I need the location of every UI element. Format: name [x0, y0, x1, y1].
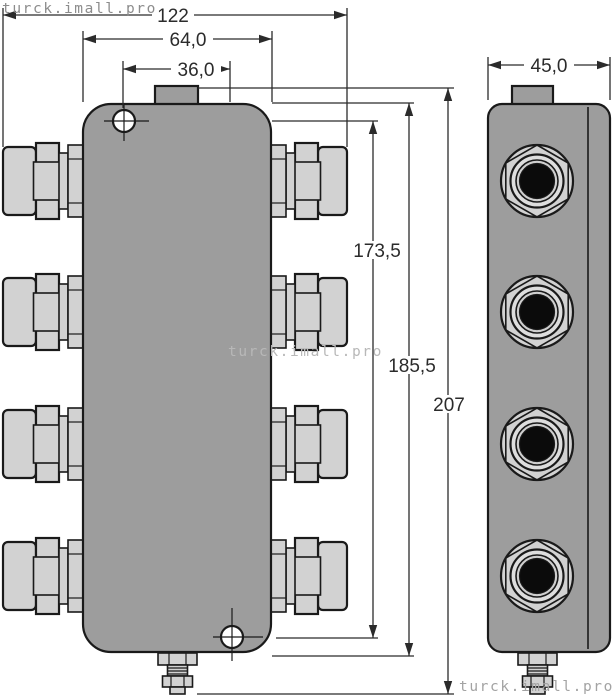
side-housing-body [486, 102, 612, 654]
mounting-hole-bottom [213, 608, 263, 661]
dim-body-width: 64,0 [170, 30, 207, 51]
side-view [486, 84, 612, 695]
front-view [1, 84, 349, 695]
round-connector-2 [499, 274, 575, 350]
round-connector-4 [499, 538, 575, 614]
cable-gland-right-2 [269, 272, 349, 352]
cable-gland-left-2 [1, 272, 85, 352]
cable-gland-right-4 [269, 536, 349, 616]
watermark-top-left: turck.imall.pro [2, 1, 157, 17]
dim-housing-height: 185,5 [388, 356, 436, 377]
cable-gland-right-1 [269, 141, 349, 221]
vent-plug-front [157, 652, 198, 695]
watermark-middle: turck.imall.pro [228, 344, 383, 360]
mounting-hole-top [104, 103, 149, 141]
dimension-labels: 122 64,0 36,0 45,0 173,5 185,5 207 [152, 6, 574, 416]
dim-overall-width: 122 [157, 6, 189, 27]
cable-gland-right-3 [269, 404, 349, 484]
dim-hole-spacing: 173,5 [353, 241, 401, 262]
round-connector-3 [499, 406, 575, 482]
dim-overall-height: 207 [433, 395, 465, 416]
round-connector-1 [499, 143, 575, 219]
watermark-bottom-right: turck.imall.pro [459, 679, 614, 695]
dim-hole-offset: 36,0 [178, 60, 215, 81]
cable-gland-left-4 [1, 536, 85, 616]
cable-gland-left-1 [1, 141, 85, 221]
cable-gland-left-3 [1, 404, 85, 484]
dimension-lines [2, 8, 611, 695]
front-housing-body [81, 102, 273, 654]
dim-side-width: 45,0 [531, 56, 568, 77]
